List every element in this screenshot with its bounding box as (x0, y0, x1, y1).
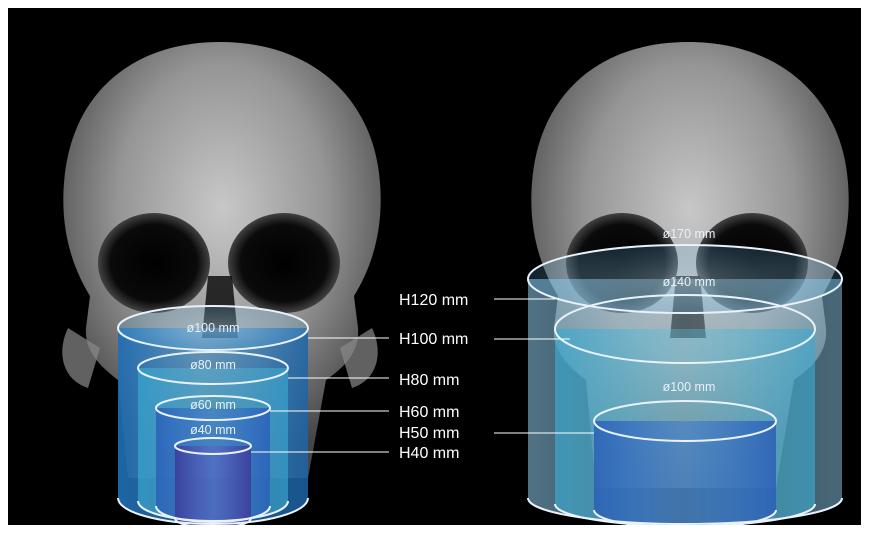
left-orbit (98, 213, 210, 313)
right-fov-label-100: ø100 mm (663, 380, 716, 394)
right-fov-label-170: ø170 mm (663, 227, 716, 241)
left-fov-label-100: ø100 mm (187, 321, 240, 335)
right-fov-label-140: ø140 mm (663, 275, 716, 289)
left-fov-label-60: ø60 mm (190, 398, 236, 412)
fov-diagram: ø100 mm ø80 mm ø60 mm ø40 mm H100 mm H80… (8, 8, 861, 525)
right-orbit (228, 213, 340, 313)
left-fov-label-40: ø40 mm (190, 423, 236, 437)
right-height-label-50: H50 mm (399, 425, 459, 442)
fov-diagram-svg: ø100 mm ø80 mm ø60 mm ø40 mm H100 mm H80… (8, 8, 861, 525)
right-height-label-120: H120 mm (399, 292, 468, 309)
fov-cylinder-100 (594, 421, 776, 525)
left-height-label-40: H40 mm (399, 445, 459, 462)
left-fov-label-80: ø80 mm (190, 358, 236, 372)
fov-cylinder-40 (175, 446, 251, 525)
left-height-label-60: H60 mm (399, 404, 459, 421)
left-height-label-80: H80 mm (399, 372, 459, 389)
left-fov-cylinders (118, 306, 308, 525)
